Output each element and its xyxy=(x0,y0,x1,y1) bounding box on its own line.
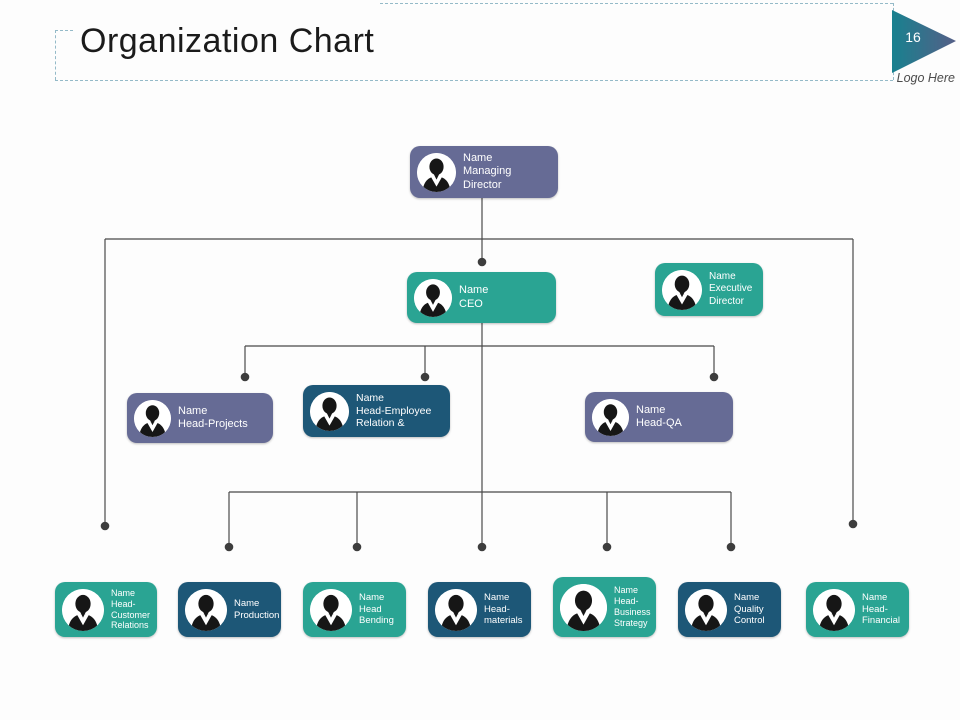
node-person-name: Name xyxy=(463,151,493,164)
connector-dot xyxy=(477,542,487,552)
person-icon xyxy=(560,583,607,631)
connector-dot xyxy=(224,542,234,552)
avatar xyxy=(310,588,352,631)
page-title: Organization Chart xyxy=(80,22,375,60)
node-role: Quality Control xyxy=(734,603,765,627)
node-role: Head-Financial xyxy=(862,603,901,627)
connector-dot xyxy=(602,542,612,552)
node-role: Head-Customer Relations xyxy=(111,598,151,631)
connector-dot xyxy=(726,542,736,552)
person-icon xyxy=(435,588,477,631)
avatar xyxy=(185,588,227,631)
node-person-name: Name xyxy=(862,592,888,604)
node-role: Head-QA xyxy=(636,417,682,429)
node-role: Head Bending xyxy=(359,603,394,627)
node-person-name: Name xyxy=(178,404,208,417)
connector-dot xyxy=(420,372,430,382)
node-person-name: Name xyxy=(356,391,385,404)
person-icon xyxy=(185,588,227,631)
connector-dot xyxy=(352,542,362,552)
avatar xyxy=(134,399,171,437)
connector-dot xyxy=(709,372,719,382)
logo-placeholder: Logo Here xyxy=(896,71,955,85)
person-icon xyxy=(62,588,104,631)
node-person-name: Name xyxy=(709,271,736,283)
person-icon xyxy=(813,588,855,631)
avatar xyxy=(662,269,702,310)
person-icon xyxy=(310,588,352,631)
corner-triangle-icon xyxy=(892,10,956,73)
avatar xyxy=(414,278,452,317)
avatar xyxy=(417,152,456,192)
node-person-name: Name xyxy=(734,592,760,604)
person-icon xyxy=(592,398,629,436)
connector-dot xyxy=(848,519,858,529)
connector-dot xyxy=(240,372,250,382)
node-person-name: Name xyxy=(459,284,489,297)
person-icon xyxy=(417,152,456,192)
node-role: Head-Employee Relation & xyxy=(356,404,432,430)
person-icon xyxy=(310,391,349,431)
avatar xyxy=(813,588,855,631)
node-role: Head-materials xyxy=(484,603,523,627)
node-person-name: Name xyxy=(111,587,136,598)
placeholder-border-notch xyxy=(55,30,73,31)
placeholder-border-left xyxy=(55,30,56,80)
placeholder-border-bottom xyxy=(55,80,893,81)
node-person-name: Name xyxy=(636,403,666,416)
node-person-name: Name xyxy=(359,592,385,604)
connector-dot xyxy=(100,521,110,531)
connector-dot xyxy=(477,257,487,267)
node-role: Head-Business Strategy xyxy=(614,596,651,628)
avatar xyxy=(592,398,629,436)
node-person-name: Name xyxy=(234,597,260,609)
placeholder-border-top xyxy=(380,3,893,4)
page-number: 16 xyxy=(905,29,921,45)
node-role: Executive Director xyxy=(709,283,753,307)
person-icon xyxy=(134,399,171,437)
person-icon xyxy=(685,588,727,631)
avatar xyxy=(685,588,727,631)
avatar xyxy=(62,588,104,631)
node-role: Production xyxy=(234,609,280,621)
person-icon xyxy=(414,278,452,317)
avatar xyxy=(560,583,607,631)
person-icon xyxy=(662,269,702,310)
node-person-name: Name xyxy=(484,592,510,604)
node-role: Managing Director xyxy=(463,165,512,191)
node-role: Head-Projects xyxy=(178,418,248,430)
node-role: CEO xyxy=(459,297,483,310)
avatar xyxy=(310,391,349,431)
avatar xyxy=(435,588,477,631)
node-person-name: Name xyxy=(614,585,639,596)
